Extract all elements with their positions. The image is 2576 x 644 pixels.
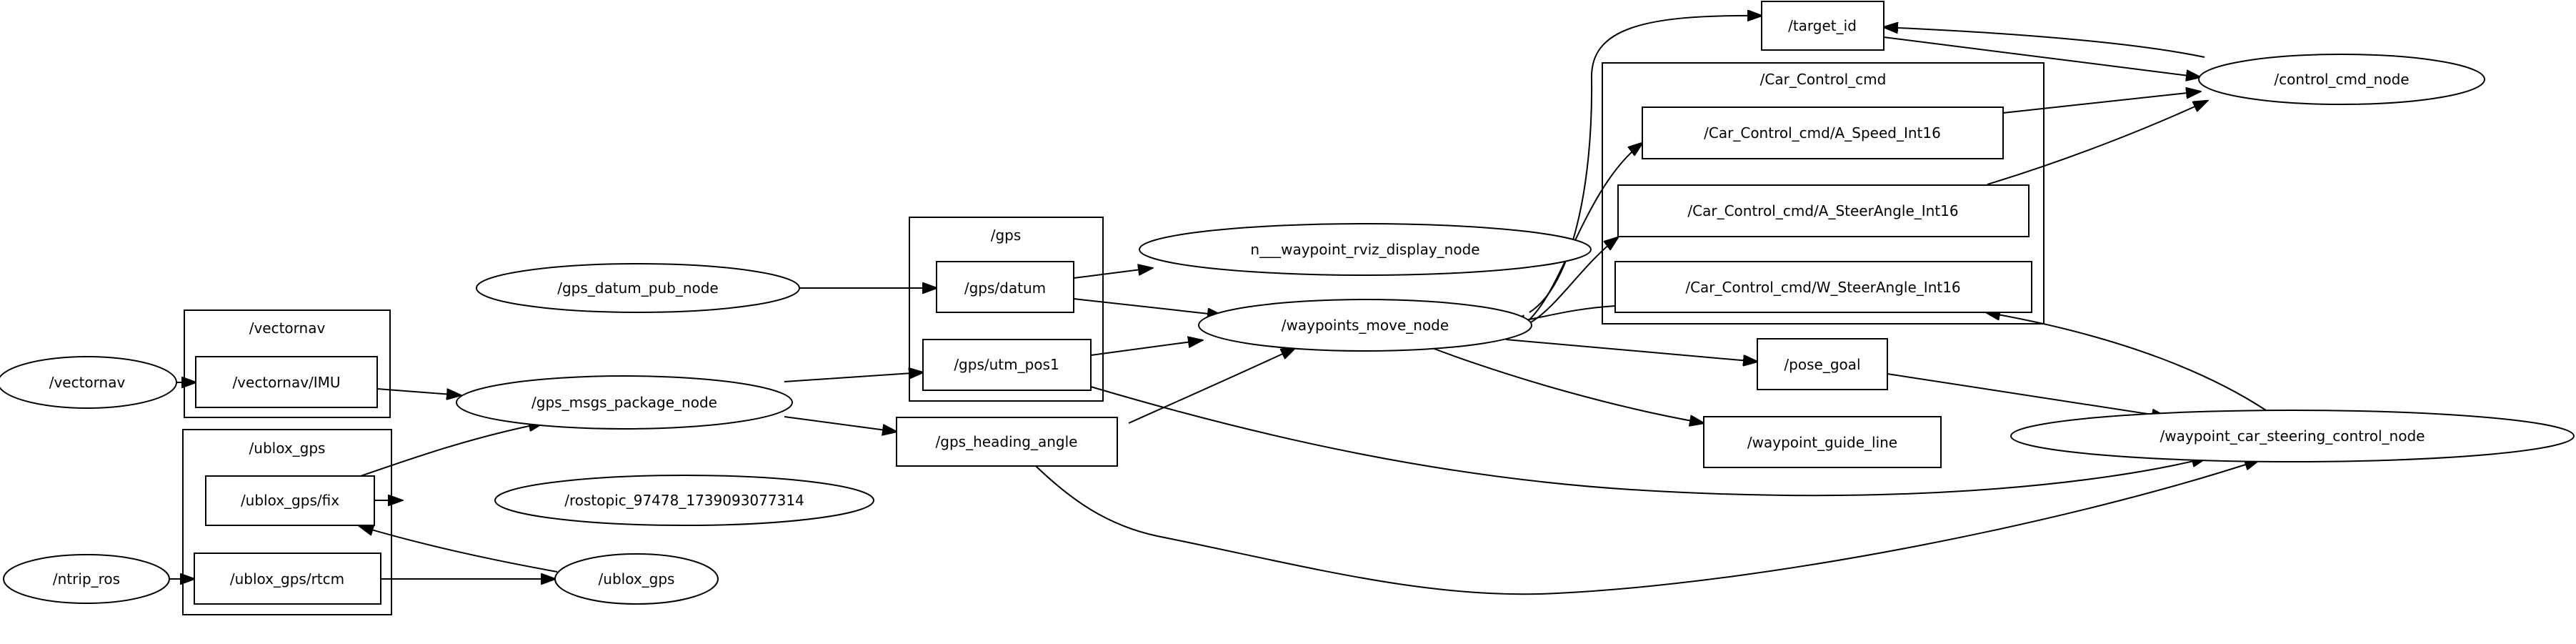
topic-ublox-gps-fix[interactable]: /ublox_gps/fix — [205, 475, 375, 526]
node-waypoint-rviz-display-label: n___waypoint_rviz_display_node — [1250, 241, 1479, 258]
edge-pose-goal-to-steering-control — [1887, 373, 2166, 417]
edge-a-steer-to-control-cmd — [1987, 101, 2207, 185]
node-gps-msgs-package[interactable]: /gps_msgs_package_node — [456, 375, 793, 430]
edge-utm-pos1-to-steering-control — [1090, 386, 2206, 497]
topic-vectornav-imu-label: /vectornav/IMU — [232, 374, 340, 391]
topic-gps-utm-pos1-label: /gps/utm_pos1 — [954, 356, 1059, 373]
cluster-ublox-gps: /ublox_gps — [182, 429, 392, 615]
node-gps-datum-pub[interactable]: /gps_datum_pub_node — [476, 263, 800, 313]
edge-heading-angle-to-waypoints-move — [1128, 348, 1295, 424]
topic-gps-datum[interactable]: /gps/datum — [936, 261, 1074, 313]
edge-datum-to-waypoints-move — [1073, 298, 1222, 315]
edge-waypoints-move-to-pose-goal — [1505, 339, 1757, 362]
cluster-car-control-cmd-label: /Car_Control_cmd — [1760, 71, 1887, 88]
node-ntrip-ros[interactable]: /ntrip_ros — [3, 554, 170, 604]
cluster-car-control-cmd: /Car_Control_cmd — [1602, 62, 2045, 325]
node-ntrip-ros-label: /ntrip_ros — [53, 570, 120, 588]
edge-fix-to-gps-msgs-package — [358, 423, 543, 477]
node-control-cmd[interactable]: /control_cmd_node — [2198, 54, 2485, 105]
cluster-vectornav: /vectornav — [184, 309, 391, 418]
edge-imu-to-gps-msgs-package — [376, 388, 461, 395]
topic-w-steer[interactable]: /Car_Control_cmd/W_SteerAngle_Int16 — [1614, 261, 2032, 313]
topic-pose-goal[interactable]: /pose_goal — [1757, 338, 1888, 390]
topic-ublox-gps-fix-label: /ublox_gps/fix — [241, 492, 339, 509]
edge-waypoints-move-to-guide-line — [1432, 347, 1704, 423]
topic-ublox-gps-rtcm[interactable]: /ublox_gps/rtcm — [194, 553, 381, 605]
topic-a-steer-label: /Car_Control_cmd/A_SteerAngle_Int16 — [1687, 202, 1958, 219]
edge-datum-to-rviz-display — [1073, 268, 1152, 279]
node-ublox-gps-label: /ublox_gps — [599, 570, 675, 588]
edge-gps-msgs-to-utm-pos1 — [784, 372, 923, 382]
topic-ublox-gps-rtcm-label: /ublox_gps/rtcm — [230, 570, 344, 588]
cluster-ublox-gps-label: /ublox_gps — [249, 440, 326, 457]
edge-waypoints-move-to-a-speed — [1529, 143, 1642, 320]
edge-utm-pos1-to-waypoints-move — [1090, 340, 1202, 356]
topic-gps-heading-angle[interactable]: /gps_heading_angle — [896, 417, 1118, 467]
edge-heading-angle-to-steering-control — [1035, 460, 2259, 595]
topic-gps-utm-pos1[interactable]: /gps/utm_pos1 — [922, 339, 1092, 391]
topic-a-speed[interactable]: /Car_Control_cmd/A_Speed_Int16 — [1642, 106, 2004, 159]
nodes: /vectornav /ntrip_ros /vectornav/IMU /ub… — [0, 1, 2575, 605]
cluster-vectornav-label: /vectornav — [249, 319, 326, 337]
node-rostopic-label: /rostopic_97478_1739093077314 — [564, 492, 804, 509]
node-gps-msgs-package-label: /gps_msgs_package_node — [531, 394, 717, 411]
edge-ublox-gps-to-fix — [359, 526, 558, 573]
node-gps-datum-pub-label: /gps_datum_pub_node — [557, 279, 718, 297]
edges — [169, 16, 2267, 595]
node-rostopic[interactable]: /rostopic_97478_1739093077314 — [494, 475, 874, 526]
topic-gps-datum-label: /gps/datum — [964, 279, 1046, 297]
edge-waypoints-move-to-target-id — [1529, 16, 1762, 313]
topic-waypoint-guide-line-label: /waypoint_guide_line — [1747, 434, 1897, 451]
node-control-cmd-label: /control_cmd_node — [2274, 71, 2409, 88]
edge-control-cmd-to-target-id — [1884, 27, 2205, 58]
node-waypoint-car-steering-control[interactable]: /waypoint_car_steering_control_node — [2010, 410, 2575, 462]
topic-target-id-label: /target_id — [1788, 17, 1857, 34]
edge-a-speed-to-control-cmd — [2002, 91, 2200, 114]
edge-steering-control-to-w-steer — [1986, 312, 2267, 411]
node-ublox-gps[interactable]: /ublox_gps — [554, 553, 719, 605]
cluster-gps: /gps — [909, 217, 1104, 402]
topic-a-steer[interactable]: /Car_Control_cmd/A_SteerAngle_Int16 — [1617, 184, 2030, 237]
edge-waypoints-move-to-a-steer — [1529, 237, 1618, 324]
node-waypoints-move-label: /waypoints_move_node — [1282, 317, 1449, 334]
topic-pose-goal-label: /pose_goal — [1784, 356, 1860, 373]
topic-w-steer-label: /Car_Control_cmd/W_SteerAngle_Int16 — [1685, 279, 1960, 296]
topic-waypoint-guide-line[interactable]: /waypoint_guide_line — [1703, 416, 1942, 468]
topic-vectornav-imu[interactable]: /vectornav/IMU — [195, 356, 378, 408]
topic-gps-heading-angle-label: /gps_heading_angle — [936, 433, 1078, 450]
topic-a-speed-label: /Car_Control_cmd/A_Speed_Int16 — [1704, 124, 1941, 142]
edge-gps-msgs-to-heading-angle — [784, 416, 897, 432]
topic-target-id[interactable]: /target_id — [1761, 1, 1884, 51]
node-waypoint-car-steering-control-label: /waypoint_car_steering_control_node — [2160, 427, 2425, 445]
node-vectornav-label: /vectornav — [49, 374, 126, 391]
node-waypoint-rviz-display[interactable]: n___waypoint_rviz_display_node — [1139, 223, 1592, 276]
node-vectornav[interactable]: /vectornav — [0, 356, 177, 409]
edge-target-id-to-control-cmd — [1883, 36, 2200, 77]
node-waypoints-move[interactable]: /waypoints_move_node — [1198, 299, 1532, 352]
cluster-gps-label: /gps — [991, 227, 1022, 244]
